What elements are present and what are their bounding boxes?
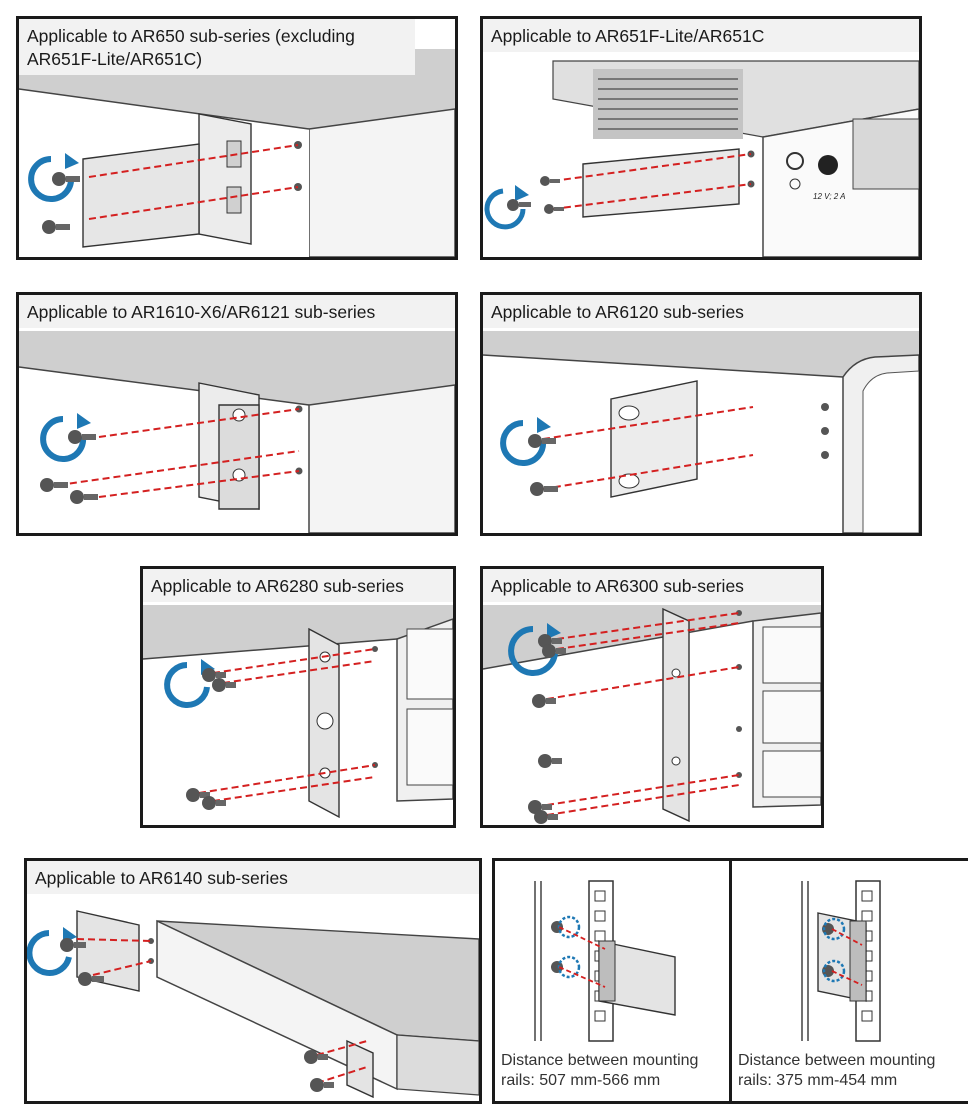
screw-icon bbox=[532, 694, 556, 708]
port-label: 12 V; 2 A bbox=[813, 192, 845, 201]
rails-divider bbox=[729, 861, 732, 1101]
panel-rails: Distance between mounting rails: 507 mm-… bbox=[492, 858, 968, 1104]
screw-icon bbox=[78, 972, 104, 986]
rotation-arrow-icon bbox=[508, 623, 561, 676]
rails-caption-right: Distance between mounting rails: 375 mm-… bbox=[738, 1052, 936, 1089]
panel-caption: Applicable to AR6120 sub-series bbox=[483, 295, 919, 328]
screw-icon bbox=[42, 220, 70, 234]
ethernet-ports bbox=[852, 118, 919, 190]
panel-ar6140: Applicable to AR6140 sub-series bbox=[24, 858, 482, 1104]
screw-icon bbox=[544, 204, 564, 214]
device-front bbox=[308, 108, 455, 257]
screw-icon bbox=[202, 668, 226, 682]
mounting-bracket bbox=[662, 607, 690, 823]
rotation-arrow-icon bbox=[164, 659, 215, 708]
mounting-bracket bbox=[582, 148, 740, 218]
panel-caption: Applicable to AR1610-X6/AR6121 sub-serie… bbox=[19, 295, 455, 328]
screw-icon bbox=[538, 754, 562, 768]
panel-ar650: Applicable to AR650 sub-series (excludin… bbox=[16, 16, 458, 260]
ground-icon bbox=[786, 152, 804, 170]
rotation-arrow-icon bbox=[28, 153, 79, 202]
rail-illustration-left bbox=[534, 880, 676, 1042]
screw-icon bbox=[528, 434, 556, 448]
ar6300-illustration bbox=[483, 605, 821, 824]
panel-caption: Applicable to AR6140 sub-series bbox=[27, 861, 479, 894]
mounting-bracket bbox=[82, 143, 200, 248]
screw-icon bbox=[60, 938, 86, 952]
mounting-bracket bbox=[76, 910, 140, 992]
rotation-arrow-icon bbox=[822, 917, 846, 983]
rails-caption-left: Distance between mounting rails: 507 mm-… bbox=[501, 1052, 699, 1089]
rotation-arrow-icon bbox=[557, 915, 581, 979]
panel-caption: Applicable to AR651F-Lite/AR651C bbox=[483, 19, 919, 52]
ar6120-illustration bbox=[483, 331, 919, 533]
rail-illustration-right bbox=[801, 880, 881, 1042]
panel-ar6120: Applicable to AR6120 sub-series bbox=[480, 292, 922, 536]
screw-icon bbox=[70, 490, 98, 504]
ar6280-illustration bbox=[143, 605, 453, 819]
panel-ar1610: Applicable to AR1610-X6/AR6121 sub-serie… bbox=[16, 292, 458, 536]
panel-ar6280: Applicable to AR6280 sub-series bbox=[140, 566, 456, 828]
vent-grille bbox=[593, 69, 743, 139]
screw-icon bbox=[530, 482, 558, 496]
rotation-arrow-icon bbox=[500, 417, 551, 466]
screw-icon bbox=[534, 810, 558, 824]
screw-icon bbox=[68, 430, 96, 444]
rotation-arrow-icon bbox=[40, 413, 91, 462]
power-port bbox=[818, 155, 838, 175]
panel-caption: Applicable to AR6280 sub-series bbox=[143, 569, 453, 602]
screw-icon bbox=[52, 172, 80, 186]
screw-icon bbox=[310, 1078, 334, 1092]
panel-ar651f: Applicable to AR651F-Lite/AR651C 12 V; 2… bbox=[480, 16, 922, 260]
alignment-line bbox=[88, 144, 299, 178]
ar650-illustration bbox=[19, 49, 455, 257]
rotation-arrow-icon bbox=[484, 185, 529, 230]
alignment-line bbox=[88, 186, 299, 220]
screw-icon bbox=[304, 1050, 328, 1064]
mounting-bracket bbox=[198, 113, 252, 245]
screw-icon bbox=[186, 788, 210, 802]
screw-icon bbox=[540, 176, 560, 186]
panel-caption: Applicable to AR650 sub-series (excludin… bbox=[19, 19, 415, 75]
screw-icon bbox=[40, 478, 68, 492]
screw-icon bbox=[202, 796, 226, 810]
ar651f-illustration: 12 V; 2 A bbox=[484, 60, 919, 257]
ar6140-illustration bbox=[27, 910, 479, 1099]
screw-icon bbox=[542, 644, 566, 658]
screw-icon bbox=[212, 678, 236, 692]
ar1610-illustration bbox=[19, 331, 455, 533]
panel-ar6300: Applicable to AR6300 sub-series bbox=[480, 566, 824, 828]
panel-caption: Applicable to AR6300 sub-series bbox=[483, 569, 821, 602]
screw-icon bbox=[507, 199, 531, 211]
